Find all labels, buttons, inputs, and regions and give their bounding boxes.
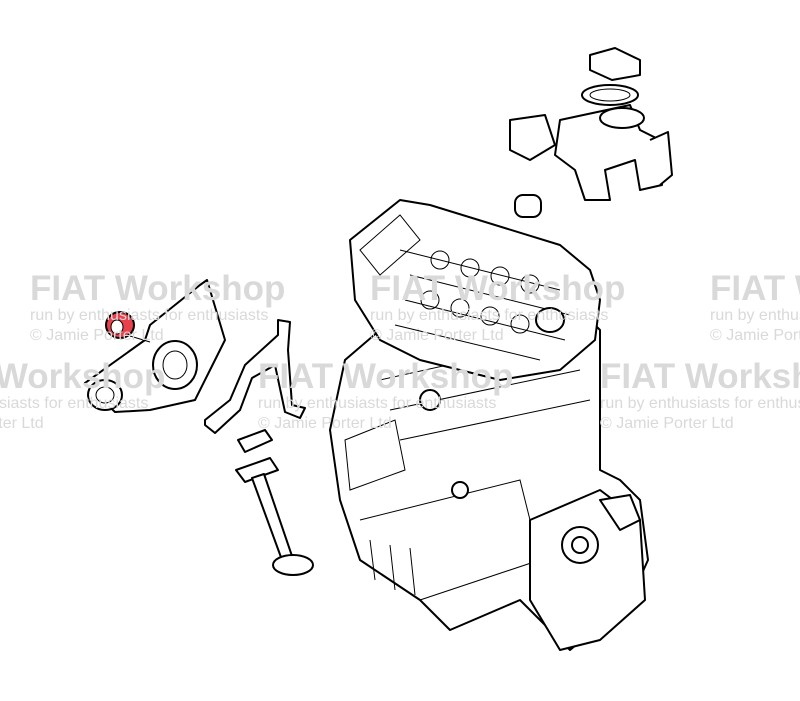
watermark-subtitle: run by enthusiasts for enthusiasts <box>710 307 800 324</box>
watermark-subtitle: run by enthusiasts for enthusiasts <box>370 307 608 324</box>
watermark-title: FIAT Workshop <box>0 357 165 396</box>
watermark: FIAT Workshop run by enthusiasts for ent… <box>258 357 513 432</box>
watermark: FIAT Workshop run by enthusiasts for ent… <box>600 357 800 432</box>
watermark-subtitle: run by enthusiasts for enthusiasts <box>258 395 496 412</box>
highlighted-seal-ring[interactable] <box>105 311 135 339</box>
watermark-title: FIAT Workshop <box>258 357 513 396</box>
watermark-subtitle: run by enthusiasts for enthusiasts <box>0 395 148 412</box>
watermark-subtitle: run by enthusiasts for enthusiasts <box>30 307 268 324</box>
oil-pump <box>84 279 226 413</box>
watermark: FIAT Workshop run by enthusiasts for ent… <box>370 269 625 344</box>
timing-gasket <box>204 319 306 434</box>
watermark-copyright: © Jamie Porter Ltd <box>30 327 164 344</box>
thermostat-housing <box>509 47 673 218</box>
watermark-copyright: © Jamie Porter Ltd <box>600 415 734 432</box>
crankshaft-pulley <box>529 489 646 651</box>
cylinder-head <box>349 199 601 381</box>
watermark-copyright: © Jamie Porter Ltd <box>710 327 800 344</box>
watermark-copyright: © Jamie Porter Ltd <box>0 415 44 432</box>
watermark-subtitle: run by enthusiasts for enthusiasts <box>600 395 800 412</box>
watermark: FIAT Workshop run by enthusiasts for ent… <box>0 357 165 432</box>
watermark-title: FIAT Workshop <box>600 357 800 396</box>
watermark: FIAT Workshop run by enthusiasts for ent… <box>30 269 285 344</box>
watermark-copyright: © Jamie Porter Ltd <box>370 327 504 344</box>
oil-pickup-pipe <box>235 429 314 576</box>
watermark-title: FIAT Workshop <box>30 269 285 308</box>
watermark-copyright: © Jamie Porter Ltd <box>258 415 392 432</box>
watermark-title: FIAT Workshop <box>710 269 800 308</box>
watermark-title: FIAT Workshop <box>370 269 625 308</box>
watermark: FIAT Workshop run by enthusiasts for ent… <box>710 269 800 344</box>
